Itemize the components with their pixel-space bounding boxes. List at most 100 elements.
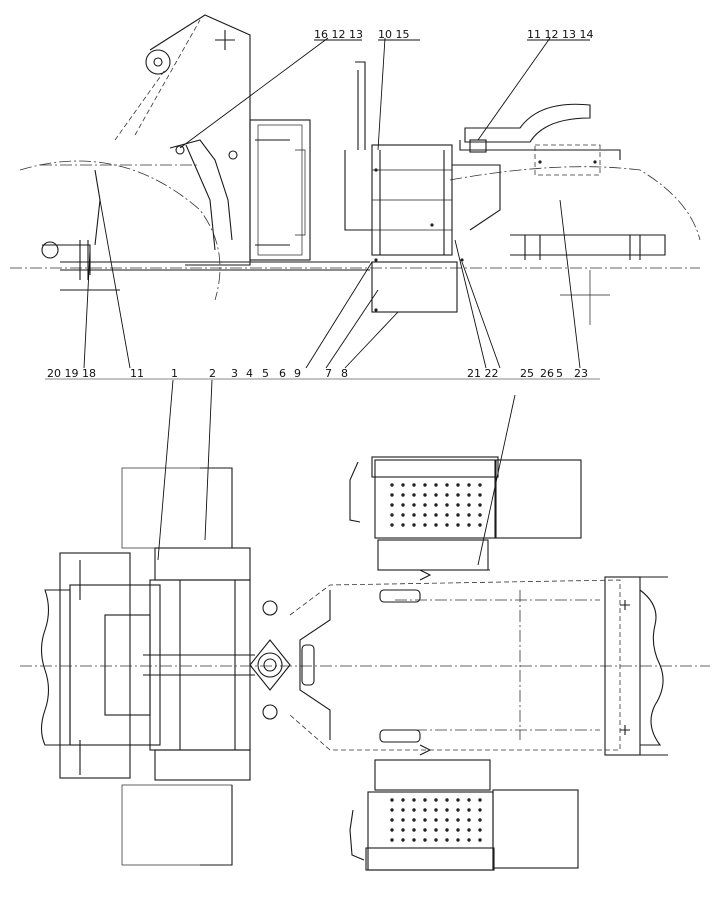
callout-label: 20 19 18 — [47, 367, 96, 380]
hole-icon — [434, 493, 438, 497]
callout-label: 26 — [540, 367, 554, 380]
hole-icon — [401, 818, 405, 822]
hole-icon — [390, 838, 394, 842]
hole-icon — [467, 798, 471, 802]
hole-icon — [401, 513, 405, 517]
hole-icon — [478, 513, 482, 517]
hole-icon — [445, 483, 449, 487]
hole-icon — [434, 838, 438, 842]
hole-icon — [412, 503, 416, 507]
callout-label: 9 — [294, 367, 301, 380]
hole-icon — [401, 503, 405, 507]
hole-icon — [456, 828, 460, 832]
hole-icon — [434, 523, 438, 527]
hole-icon — [434, 808, 438, 812]
hole-icon — [456, 493, 460, 497]
hole-icon — [423, 523, 427, 527]
hole-icon — [478, 838, 482, 842]
hole-icon — [401, 483, 405, 487]
hole-icon — [401, 523, 405, 527]
perforated-step-bottom — [390, 798, 482, 842]
callout-label: 10 15 — [378, 28, 410, 41]
callout-label: 16 12 13 — [314, 28, 363, 41]
hole-icon — [401, 808, 405, 812]
callout-label: 1 — [171, 367, 178, 380]
hole-icon — [401, 493, 405, 497]
hole-icon — [467, 523, 471, 527]
hole-icon — [412, 838, 416, 842]
hole-icon — [401, 838, 405, 842]
hole-icon — [478, 503, 482, 507]
hole-icon — [423, 513, 427, 517]
hole-icon — [390, 493, 394, 497]
hole-icon — [412, 513, 416, 517]
hole-icon — [412, 828, 416, 832]
hole-icon — [467, 503, 471, 507]
hole-icon — [467, 828, 471, 832]
callout-label: 4 — [246, 367, 253, 380]
hole-icon — [423, 808, 427, 812]
hole-icon — [445, 838, 449, 842]
hole-icon — [456, 818, 460, 822]
hole-icon — [467, 838, 471, 842]
hole-icon — [445, 808, 449, 812]
hole-icon — [401, 828, 405, 832]
hole-icon — [460, 258, 464, 262]
plan-view — [20, 456, 710, 871]
hole-icon — [412, 523, 416, 527]
hole-icon — [423, 483, 427, 487]
hole-icon — [390, 523, 394, 527]
hole-icon — [390, 483, 394, 487]
hole-icon — [412, 798, 416, 802]
hole-icon — [478, 523, 482, 527]
hole-icon — [374, 308, 378, 312]
side-elevation-view: 16 12 13 10 15 11 12 13 14 20 19 18 11 1… — [10, 14, 701, 380]
hole-icon — [423, 818, 427, 822]
perforated-step-top — [390, 483, 482, 527]
hole-icon — [456, 513, 460, 517]
hole-icon — [467, 818, 471, 822]
hole-icon — [401, 798, 405, 802]
hole-icon — [434, 818, 438, 822]
hole-icon — [412, 493, 416, 497]
callout-label: 5 — [262, 367, 269, 380]
hole-icon — [434, 513, 438, 517]
hole-icon — [467, 493, 471, 497]
callout-label: 5 — [556, 367, 563, 380]
hole-icon — [538, 160, 542, 164]
hole-icon — [434, 503, 438, 507]
callout-label: 8 — [341, 367, 348, 380]
hole-icon — [456, 503, 460, 507]
hole-icon — [478, 818, 482, 822]
hole-icon — [412, 808, 416, 812]
hole-icon — [445, 493, 449, 497]
hole-icon — [478, 493, 482, 497]
callout-label: 25 — [520, 367, 534, 380]
hole-icon — [430, 223, 434, 227]
callout-label: 7 — [325, 367, 332, 380]
hole-icon — [467, 513, 471, 517]
callout-label: 21 22 — [467, 367, 499, 380]
hole-icon — [593, 160, 597, 164]
hole-icon — [412, 483, 416, 487]
hole-icon — [478, 483, 482, 487]
hole-icon — [423, 838, 427, 842]
hole-icon — [374, 168, 378, 172]
hole-icon — [412, 818, 416, 822]
hole-icon — [390, 818, 394, 822]
hole-icon — [478, 828, 482, 832]
hole-icon — [467, 808, 471, 812]
hole-icon — [390, 798, 394, 802]
hole-icon — [445, 513, 449, 517]
hole-icon — [390, 513, 394, 517]
hole-icon — [456, 838, 460, 842]
callout-label: 3 — [231, 367, 238, 380]
hole-icon — [390, 828, 394, 832]
callout-label: 11 — [130, 367, 144, 380]
hole-icon — [456, 808, 460, 812]
hole-icon — [434, 828, 438, 832]
hole-icon — [390, 808, 394, 812]
hole-icon — [456, 483, 460, 487]
hole-icon — [423, 503, 427, 507]
